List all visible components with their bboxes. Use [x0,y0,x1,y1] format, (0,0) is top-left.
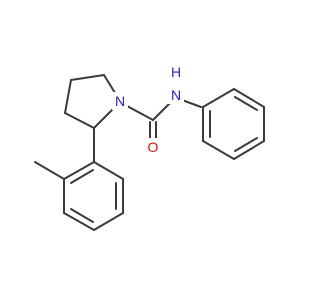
phenyl-bond-1 [202,88,235,108]
carboxamide-group [126,99,202,139]
amide-hydrogen-label: H [171,64,181,80]
phenyl-bond-5 [202,140,235,160]
tolyl-bond-1 [93,161,124,180]
phenyl-bond-2 [233,88,265,108]
ring-nitrogen-label: N [115,93,125,109]
amide-nitrogen-label: N [171,87,181,103]
pyrrolidine-ring [64,74,121,129]
phenyl-bond-4 [233,140,265,160]
tolyl-bond-6 [63,161,95,180]
ring-nitrogen-label-bg [112,92,128,110]
n-phenyl-ring [202,88,265,160]
phenyl-inner-bond-2 [234,137,258,152]
bond-n1-carbonyl [126,105,154,121]
atom-labels: N H N O [112,64,184,156]
bond-nh-phenyl [181,99,202,108]
oxygen-label: O [148,139,159,155]
bond-c3-c2 [64,112,95,129]
tolyl-bond-3 [93,212,124,231]
methyl-bond [34,161,65,180]
bond-c4-c3 [64,79,72,114]
tolyl-inner-bond-2 [70,208,94,223]
bond-c2-n1 [93,109,113,129]
molecule-diagram: N H N O [34,64,265,231]
amide-nitrogen-label-bg [168,86,184,104]
bond-carbonyl-nh [152,102,171,121]
bond-c5-c4 [70,74,105,81]
tolyl-bond-4 [63,212,95,231]
phenyl-inner-bond-1 [234,96,258,111]
oxygen-label-bg [145,138,161,156]
tolyl-ring [34,161,124,231]
tolyl-inner-bond-3 [70,169,94,184]
